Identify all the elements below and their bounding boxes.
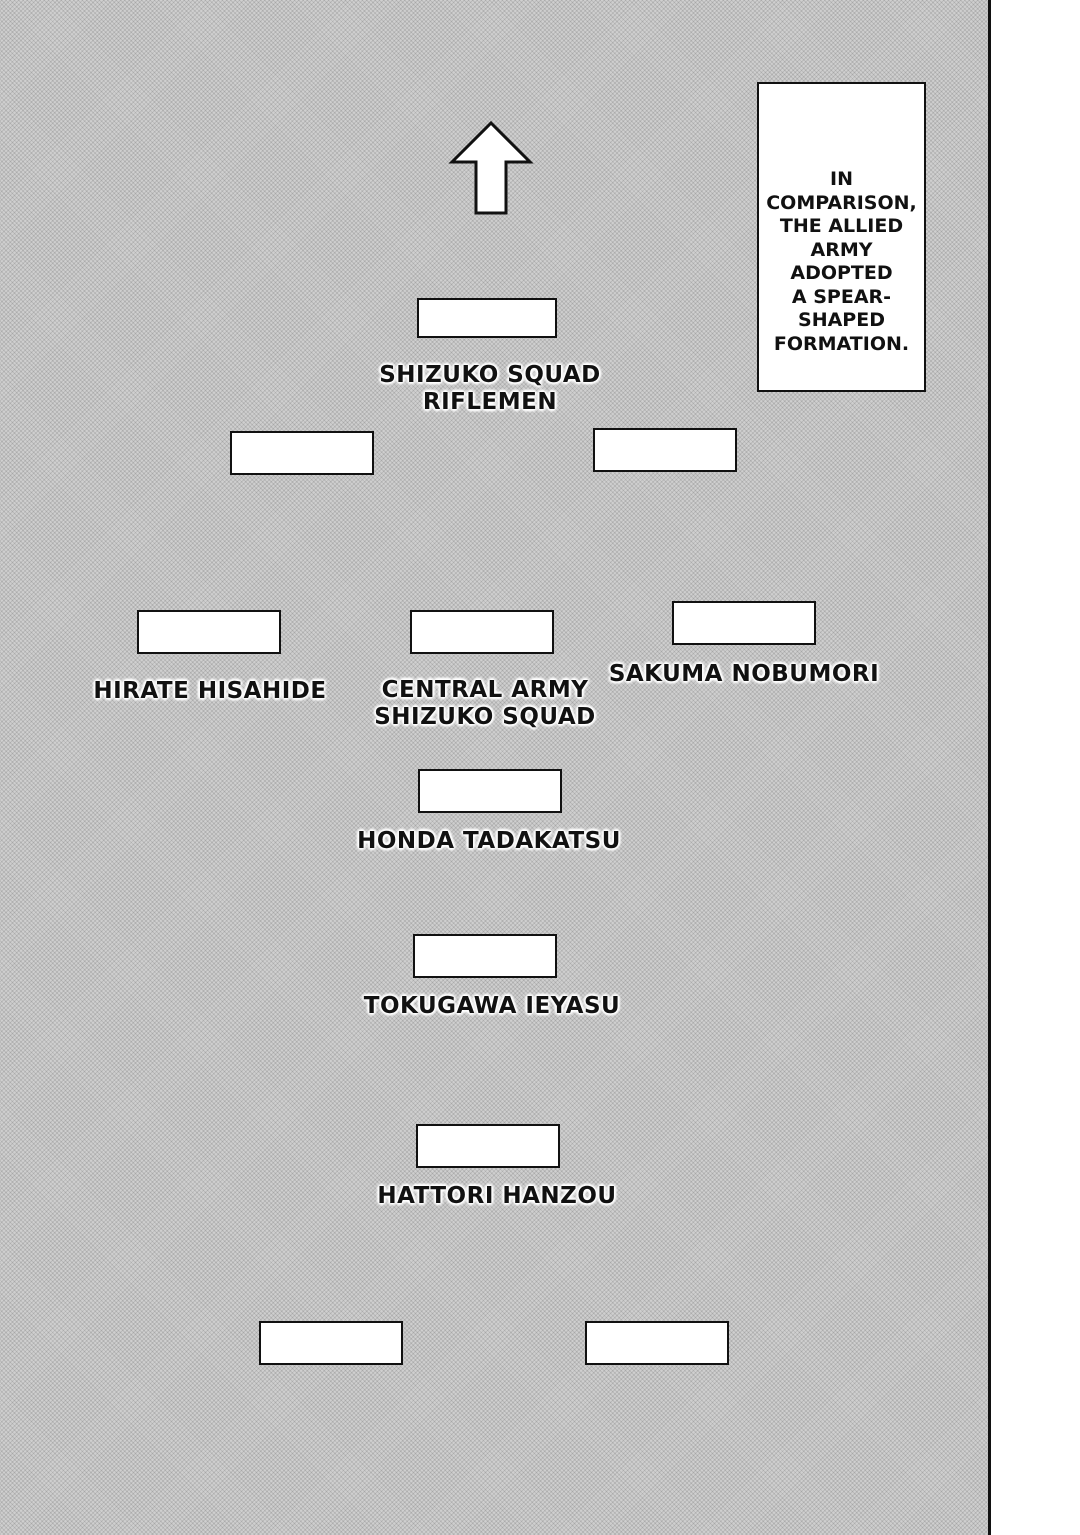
caption-line: A SPEAR- <box>791 285 892 308</box>
unit-box-right-flank <box>593 428 737 472</box>
caption-line: FORMATION. <box>773 332 910 355</box>
manga-panel: IN COMPARISON, THE ALLIED ARMY ADOPTED A… <box>0 0 991 1535</box>
unit-label-tokugawa: TOKUGAWA IEYASU <box>363 993 621 1019</box>
unit-box-hirate <box>137 610 281 654</box>
unit-box-left-flank <box>230 431 374 475</box>
unit-box-rear-right <box>585 1321 729 1365</box>
unit-box-rear-left <box>259 1321 403 1365</box>
caption-line: SHAPED <box>798 309 885 331</box>
up-arrow-icon <box>448 120 534 215</box>
caption-line: IN COMPARISON, <box>766 168 917 214</box>
caption-text: IN COMPARISON, THE ALLIED ARMY ADOPTED A… <box>759 168 924 356</box>
unit-box-honda <box>418 769 562 813</box>
unit-label-hattori: HATTORI HANZOU <box>377 1183 617 1209</box>
unit-box-hattori <box>416 1124 560 1168</box>
unit-box-central <box>410 610 554 654</box>
unit-label-honda: HONDA TADAKATSU <box>357 828 621 854</box>
unit-label-central: CENTRAL ARMY SHIZUKO SQUAD <box>374 677 596 730</box>
caption-box: IN COMPARISON, THE ALLIED ARMY ADOPTED A… <box>757 82 926 392</box>
unit-box-tokugawa <box>413 934 557 978</box>
unit-label-sakuma: SAKUMA NOBUMORI <box>608 661 880 687</box>
caption-line: THE ALLIED <box>779 215 904 237</box>
unit-box-sakuma <box>672 601 816 645</box>
unit-label-hirate: HIRATE HISAHIDE <box>93 678 327 704</box>
unit-box-shizuko-riflemen <box>417 298 557 338</box>
unit-label-shizuko-riflemen: SHIZUKO SQUAD RIFLEMEN <box>379 362 601 415</box>
caption-line: ARMY ADOPTED <box>790 238 893 285</box>
